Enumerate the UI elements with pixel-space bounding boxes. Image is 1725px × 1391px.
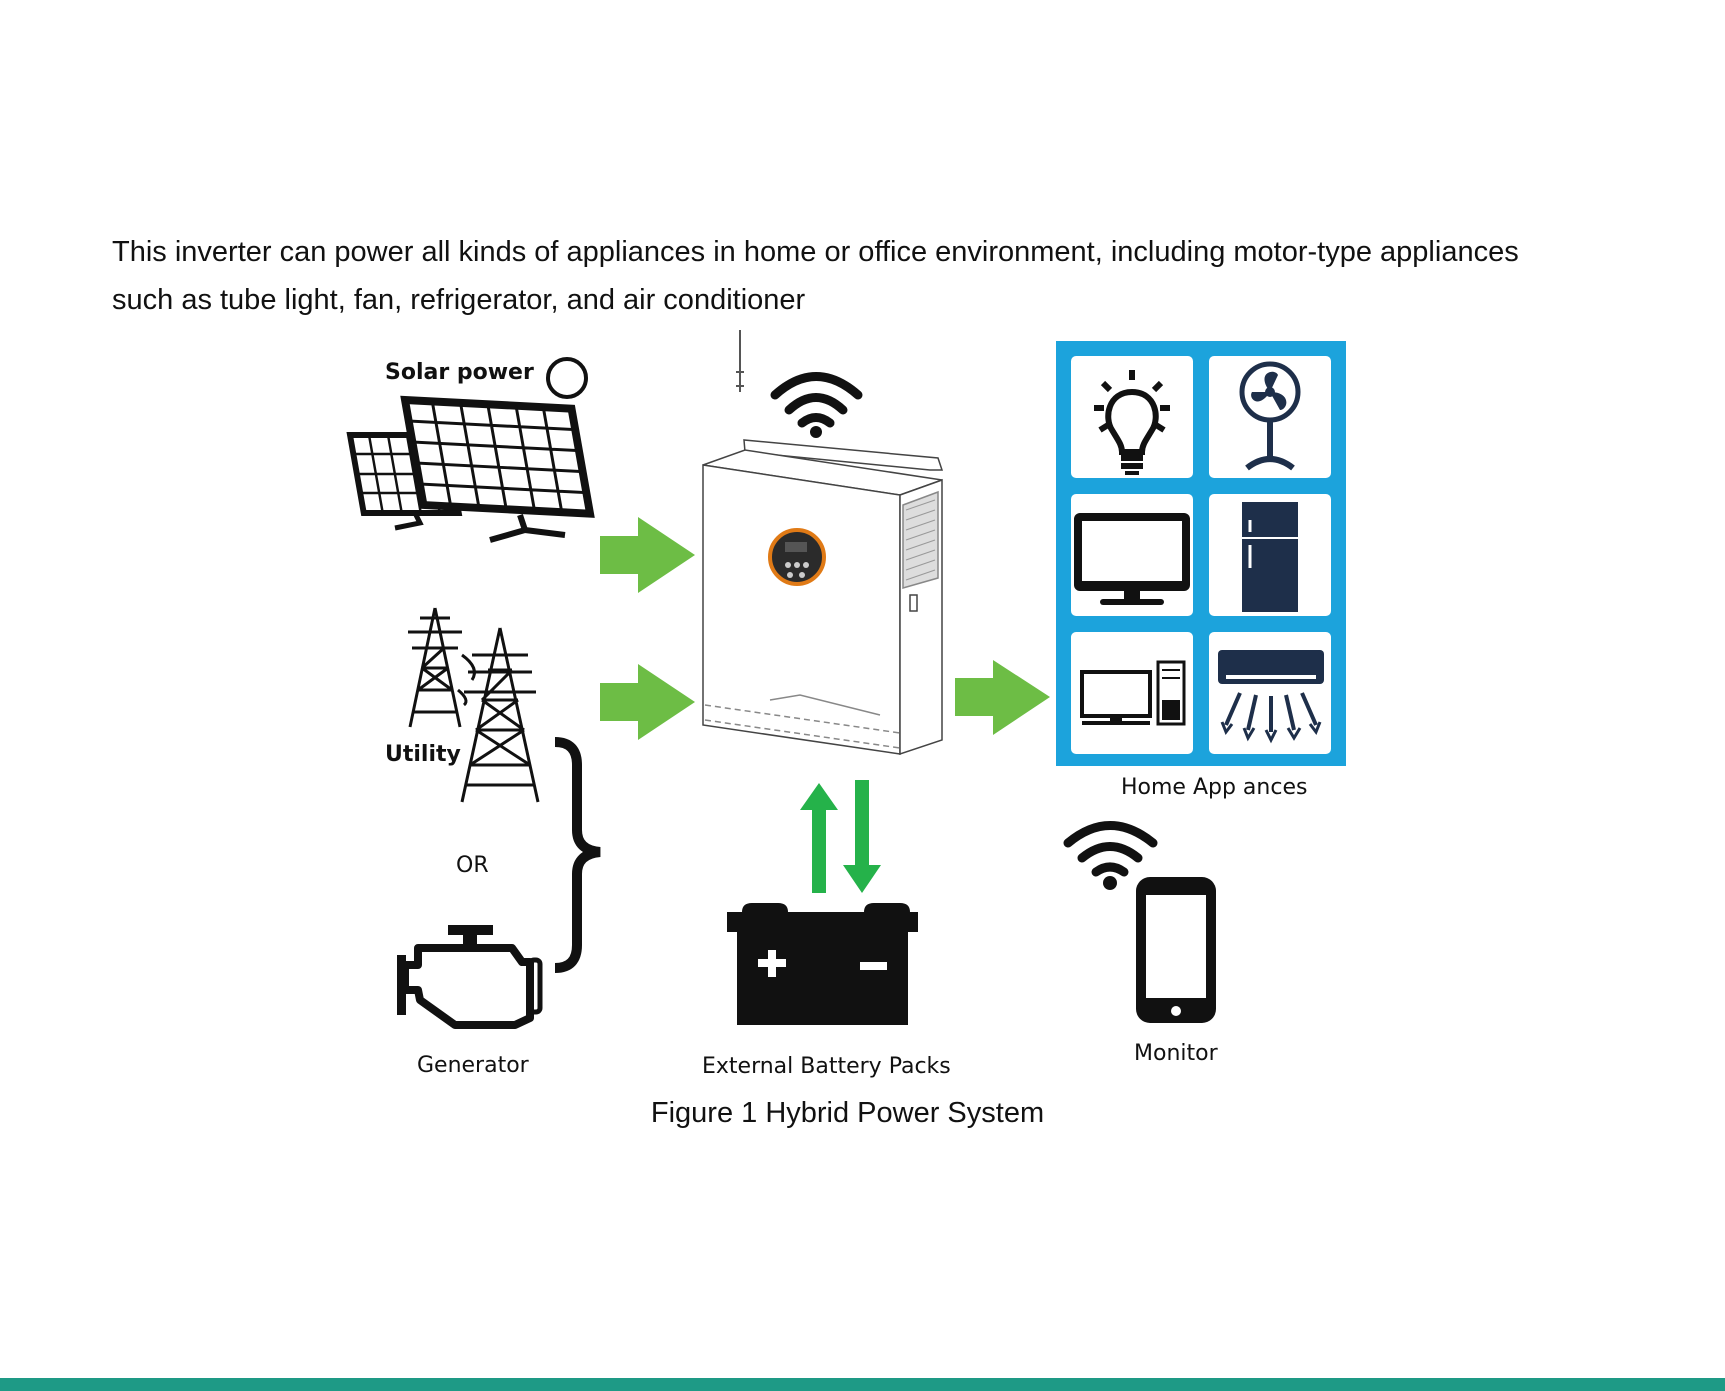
intro-line-2: such as tube light, fan, refrigerator, a… — [112, 284, 806, 316]
solar-label: Solar power — [385, 360, 534, 385]
light-bulb-icon — [1094, 370, 1170, 475]
utility-label: Utility — [385, 742, 461, 767]
flow-arrow-solar — [600, 517, 695, 593]
figure-caption: Figure 1 Hybrid Power System — [650, 1097, 1045, 1129]
sun-icon — [546, 357, 588, 399]
generator-engine-icon — [397, 925, 543, 1029]
smartphone-icon — [1136, 877, 1216, 1023]
solar-panel-icon — [346, 395, 595, 543]
antenna — [736, 330, 744, 392]
inverter-device — [702, 439, 944, 756]
fan-icon — [1239, 361, 1301, 471]
battery-arrow-down — [843, 780, 881, 893]
intro-text: This inverter can power all kinds of app… — [112, 228, 1642, 324]
monitor-label: Monitor — [1134, 1041, 1218, 1066]
monitor-wifi-icon — [1063, 821, 1158, 890]
battery-icon — [727, 903, 918, 1025]
intro-line-1: This inverter can power all kinds of app… — [112, 236, 1519, 268]
transmission-tower-icon — [408, 607, 540, 803]
appliances-label: Home App ances — [1121, 775, 1308, 800]
wifi-icon — [770, 372, 863, 438]
refrigerator-icon — [1242, 502, 1298, 612]
brace — [554, 737, 601, 973]
battery-label: External Battery Packs — [702, 1054, 951, 1079]
flow-arrow-appliances — [955, 660, 1050, 735]
generator-label: Generator — [417, 1053, 529, 1078]
computer-icon — [1080, 660, 1186, 726]
battery-arrow-up — [800, 783, 838, 893]
tv-icon — [1074, 513, 1190, 605]
inverter-display — [768, 528, 826, 586]
bottom-bar — [0, 1378, 1725, 1391]
flow-arrow-utility — [600, 664, 695, 740]
air-conditioner-icon — [1218, 650, 1324, 744]
or-label: OR — [456, 853, 489, 878]
